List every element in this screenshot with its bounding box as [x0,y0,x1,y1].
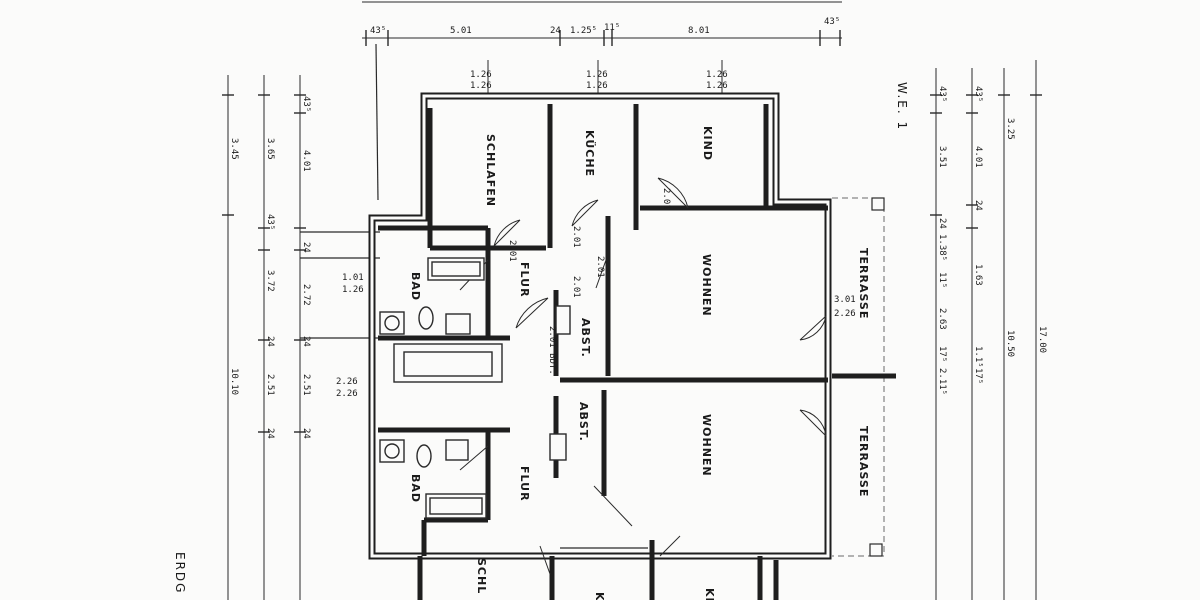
dim-left-8: 24 [265,336,275,347]
dim-int-4: 2.01 [571,276,581,298]
room-abst-top: ABST. [579,318,592,358]
outer-walls [368,92,832,600]
dim-top-4: 1.25⁵ [570,26,597,36]
dim-right-5: 4.01 [973,146,983,168]
room-terrasse-bottom: TERRASSE [857,426,870,497]
window-dimensions: 1.26 1.26 1.26 1.26 1.26 1.26 [470,60,728,96]
unit-label: W.E. 1 [895,82,909,131]
dim-right-15: 17⁵ [973,368,983,384]
dim-left-10: 10.10 [229,368,239,395]
dim-top-1: 43⁵ [370,26,386,36]
dim-right-6: 24 [937,218,947,229]
dim-top-3: 24 [550,26,561,36]
dim-window-3a: 1.26 [706,70,728,80]
room-flur-bottom: FLUR [518,466,531,502]
room-abst-bottom: ABST. [577,402,590,442]
dim-right-17: 17.00 [1037,326,1047,353]
dim-left-6: 43⁵ [265,214,275,230]
room-kueche-partial: K [593,592,606,600]
dim-left-15: 1.01 [342,273,364,283]
interior-dimension-notes: 2.01 2.01 2.01 2.01 2.01 BDT. 3.01 2.26 … [507,188,856,375]
door-swings [459,177,827,575]
dim-left-14: 24 [301,428,311,439]
dim-window-1a: 1.26 [470,70,492,80]
dim-right-4: 3.51 [937,146,947,168]
dim-int-2: 2.01 [571,226,581,248]
dim-right-11: 2.63 [937,308,947,330]
dim-left-9: 24 [301,336,311,347]
dim-right-16: 10.50 [1005,330,1015,357]
dim-left-13: 24 [265,428,275,439]
dim-left-16: 1.26 [342,285,364,295]
dim-left-1: 3.45 [229,138,239,160]
dim-int-5: 2.01 BDT. [547,326,557,375]
room-schlafen-partial: SCHL [475,558,488,594]
dim-right-10: 1.63 [973,264,983,286]
dim-int-7: 2.26 [834,309,856,319]
interior-walls [378,104,828,556]
dim-top-5: 11⁵ [604,23,620,33]
floor-label: ERDG [173,552,187,594]
dim-window-1b: 1.26 [470,81,492,91]
dim-left-12: 2.51 [301,374,311,396]
room-labels: SCHLAFEN KÜCHE KIND WOHNEN BAD FLUR ABST… [409,126,870,600]
dim-left-3a: 43⁵ [301,96,311,112]
dim-right-3: 3.25 [1005,118,1015,140]
dim-window-2a: 1.26 [586,70,608,80]
terraces [832,197,896,557]
dim-right-9: 11⁵ [937,272,947,288]
dim-window-3b: 1.26 [706,81,728,91]
dim-window-2b: 1.26 [586,81,608,91]
dim-left-18: 2.26 [336,389,358,399]
dim-left-3: 4.01 [301,150,311,172]
dim-int-8: 2.01 [661,188,671,210]
dim-top-2: 5.01 [450,26,472,36]
room-schlafen: SCHLAFEN [484,134,497,207]
right-dimension-lines: 43⁵ 43⁵ 3.25 3.51 4.01 24 24 1.38⁵ 11⁵ 1… [930,60,1047,600]
room-flur-top: FLUR [518,262,531,298]
dim-right-7: 24 [973,200,983,211]
room-kind-partial: KI [703,588,716,600]
dim-top-6: 8.01 [688,26,710,36]
dim-int-3: 2.01 [595,256,605,278]
dim-right-2: 43⁵ [973,86,983,102]
dim-right-1: 43⁵ [937,86,947,102]
room-wohnen-top: WOHNEN [700,254,713,317]
room-wohnen-bottom: WOHNEN [700,414,713,477]
dim-right-13: 2.11⁵ [937,368,947,395]
dim-left-4: 3.72 [265,270,275,292]
dim-left-17: 2.26 [336,377,358,387]
room-bad-top: BAD [409,272,422,301]
dim-int-6: 3.01 [834,295,856,305]
dim-left-2: 3.65 [265,138,275,160]
dim-right-8: 1.38⁵ [937,234,947,261]
room-bad-bottom: BAD [409,474,422,503]
top-dimension-line: 43⁵ 5.01 24 1.25⁵ 11⁵ 8.01 43⁵ [362,1,842,201]
dim-right-12: 17⁵ [937,346,947,362]
dim-top-7: 43⁵ [824,17,840,27]
dim-int-1: 2.01 [507,240,517,262]
dim-left-11: 2.51 [265,374,275,396]
dim-left-7: 24 [301,242,311,253]
room-kind: KIND [701,126,714,161]
room-terrasse-top: TERRASSE [857,248,870,319]
left-dimension-lines: 3.45 3.65 4.01 43⁵ 3.72 2.72 43⁵ 24 24 2… [222,75,380,600]
dim-left-5: 2.72 [301,284,311,306]
room-kueche: KÜCHE [583,130,597,177]
sanitary-fixtures [379,257,571,519]
dim-right-14: 1.1⁵ [973,346,983,368]
